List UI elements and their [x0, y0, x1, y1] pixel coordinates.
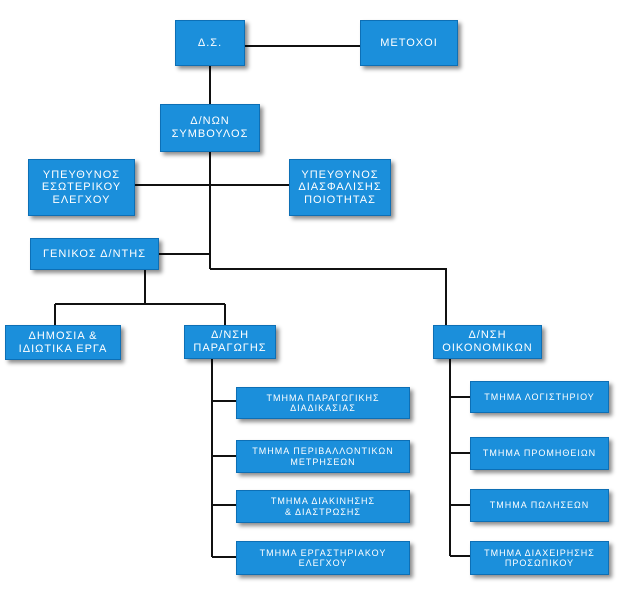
node-handling-spreading-dept: ΤΜΗΜΑ ΔΙΑΚΙΝΗΣΗΣ & ΔΙΑΣΤΡΩΣΗΣ	[236, 490, 410, 523]
node-shareholders: ΜΕΤΟΧΟΙ	[360, 20, 458, 66]
node-accounting-dept: ΤΜΗΜΑ ΛΟΓΙΣΤΗΡΙΟΥ	[470, 381, 609, 413]
node-board-of-directors: Δ.Σ.	[175, 20, 245, 66]
node-production-process-dept: ΤΜΗΜΑ ΠΑΡΑΓΩΓΙΚΗΣ ΔΙΑΔΙΚΑΣΙΑΣ	[236, 387, 410, 419]
connector-trunk-finance	[210, 268, 447, 325]
node-ceo: Δ/ΝΩΝ ΣΥΜΒΟΥΛΟΣ	[160, 104, 260, 152]
node-general-manager: ΓΕΝΙΚΟΣ Δ/ΝΤΗΣ	[30, 238, 159, 270]
node-laboratory-control-dept: ΤΜΗΜΑ ΕΡΓΑΣΤΗΡΙΑΚΟΥ ΕΛΕΓΧΟΥ	[236, 541, 410, 575]
node-personnel-management-dept: ΤΜΗΜΑ ΔΙΑΧΕΙΡΗΣΗΣ ΠΡΟΣΩΠΙΚΟΥ	[470, 541, 609, 575]
node-public-private-works: ΔΗΜΟΣΙΑ & ΙΔΙΩΤΙΚΑ ΕΡΓΑ	[5, 325, 121, 360]
node-internal-audit: ΥΠΕΥΘΥΝΟΣ ΕΣΩΤΕΡΙΚΟΥ ΕΛΕΓΧΟΥ	[28, 159, 135, 216]
node-production-division: Δ/ΝΣΗ ΠΑΡΑΓΩΓΗΣ	[184, 325, 276, 359]
node-sales-dept: ΤΜΗΜΑ ΠΩΛΗΣΕΩΝ	[470, 489, 609, 522]
node-finance-division: Δ/ΝΣΗ ΟΙΚΟΝΟΜΙΚΩΝ	[433, 325, 542, 359]
node-procurement-dept: ΤΜΗΜΑ ΠΡΟΜΗΘΕΙΩΝ	[470, 437, 609, 470]
node-environmental-measurements-dept: ΤΜΗΜΑ ΠΕΡΙΒΑΛΛΟΝΤΙΚΩΝ ΜΕΤΡΗΣΕΩΝ	[236, 440, 410, 473]
node-quality-assurance: ΥΠΕΥΘΥΝΟΣ ΔΙΑΣΦΑΛΙΣΗΣ ΠΟΙΟΤΗΤΑΣ	[289, 159, 391, 216]
